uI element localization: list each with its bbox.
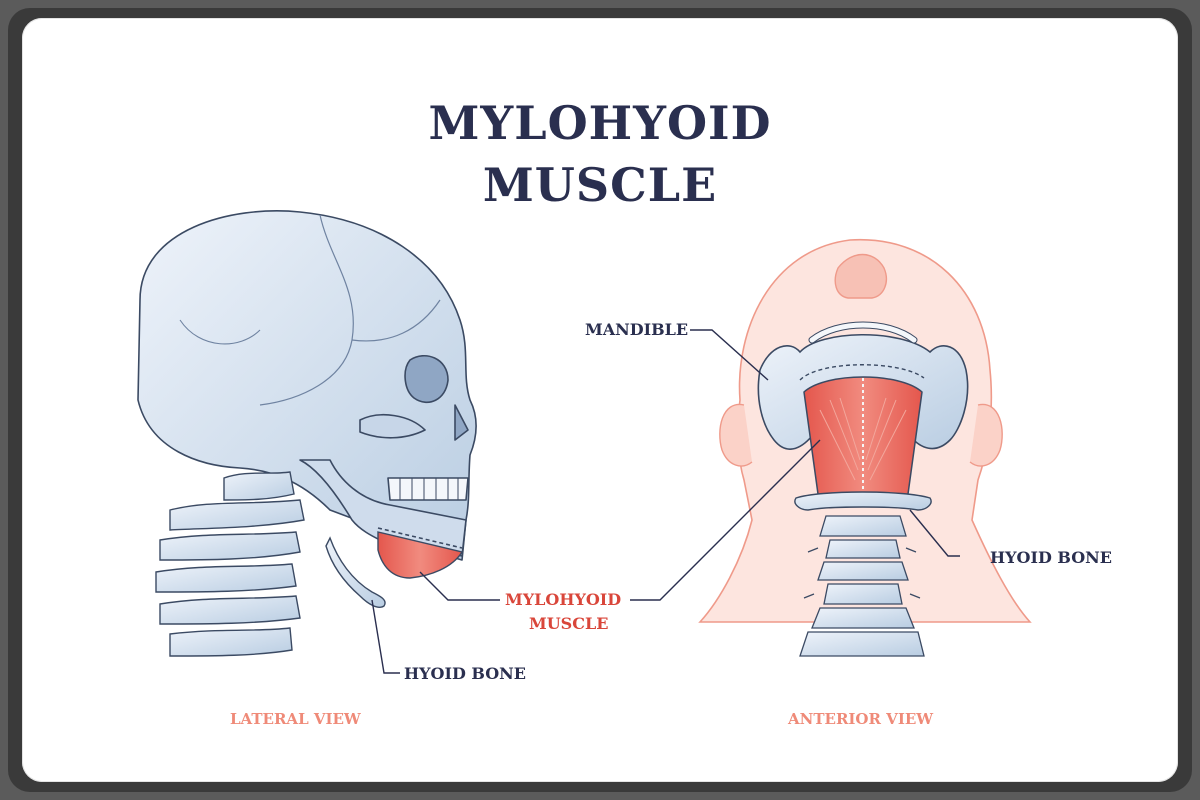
lateral-skull	[137, 210, 477, 561]
anterior-cervical-spine	[799, 515, 925, 657]
lateral-hyoid-bone	[325, 536, 386, 608]
lateral-cervical-spine	[155, 471, 305, 657]
label-hyoid-bone-anterior: HYOID BONE	[990, 548, 1112, 567]
label-mylohyoid-line-2: MUSCLE	[529, 614, 609, 633]
anterior-hyoid-bone	[794, 491, 932, 511]
label-hyoid-bone-lateral: HYOID BONE	[404, 664, 526, 683]
label-mandible: MANDIBLE	[585, 320, 689, 339]
label-mylohyoid-line-1: MYLOHYOID	[505, 590, 622, 609]
caption-anterior-view: ANTERIOR VIEW	[788, 710, 934, 728]
title-line-2: MUSCLE	[482, 158, 718, 212]
title-line-1: MYLOHYOID	[428, 96, 772, 150]
caption-lateral-view: LATERAL VIEW	[230, 710, 361, 728]
leader-lines	[371, 329, 960, 674]
lateral-mylohyoid-muscle	[377, 531, 464, 579]
